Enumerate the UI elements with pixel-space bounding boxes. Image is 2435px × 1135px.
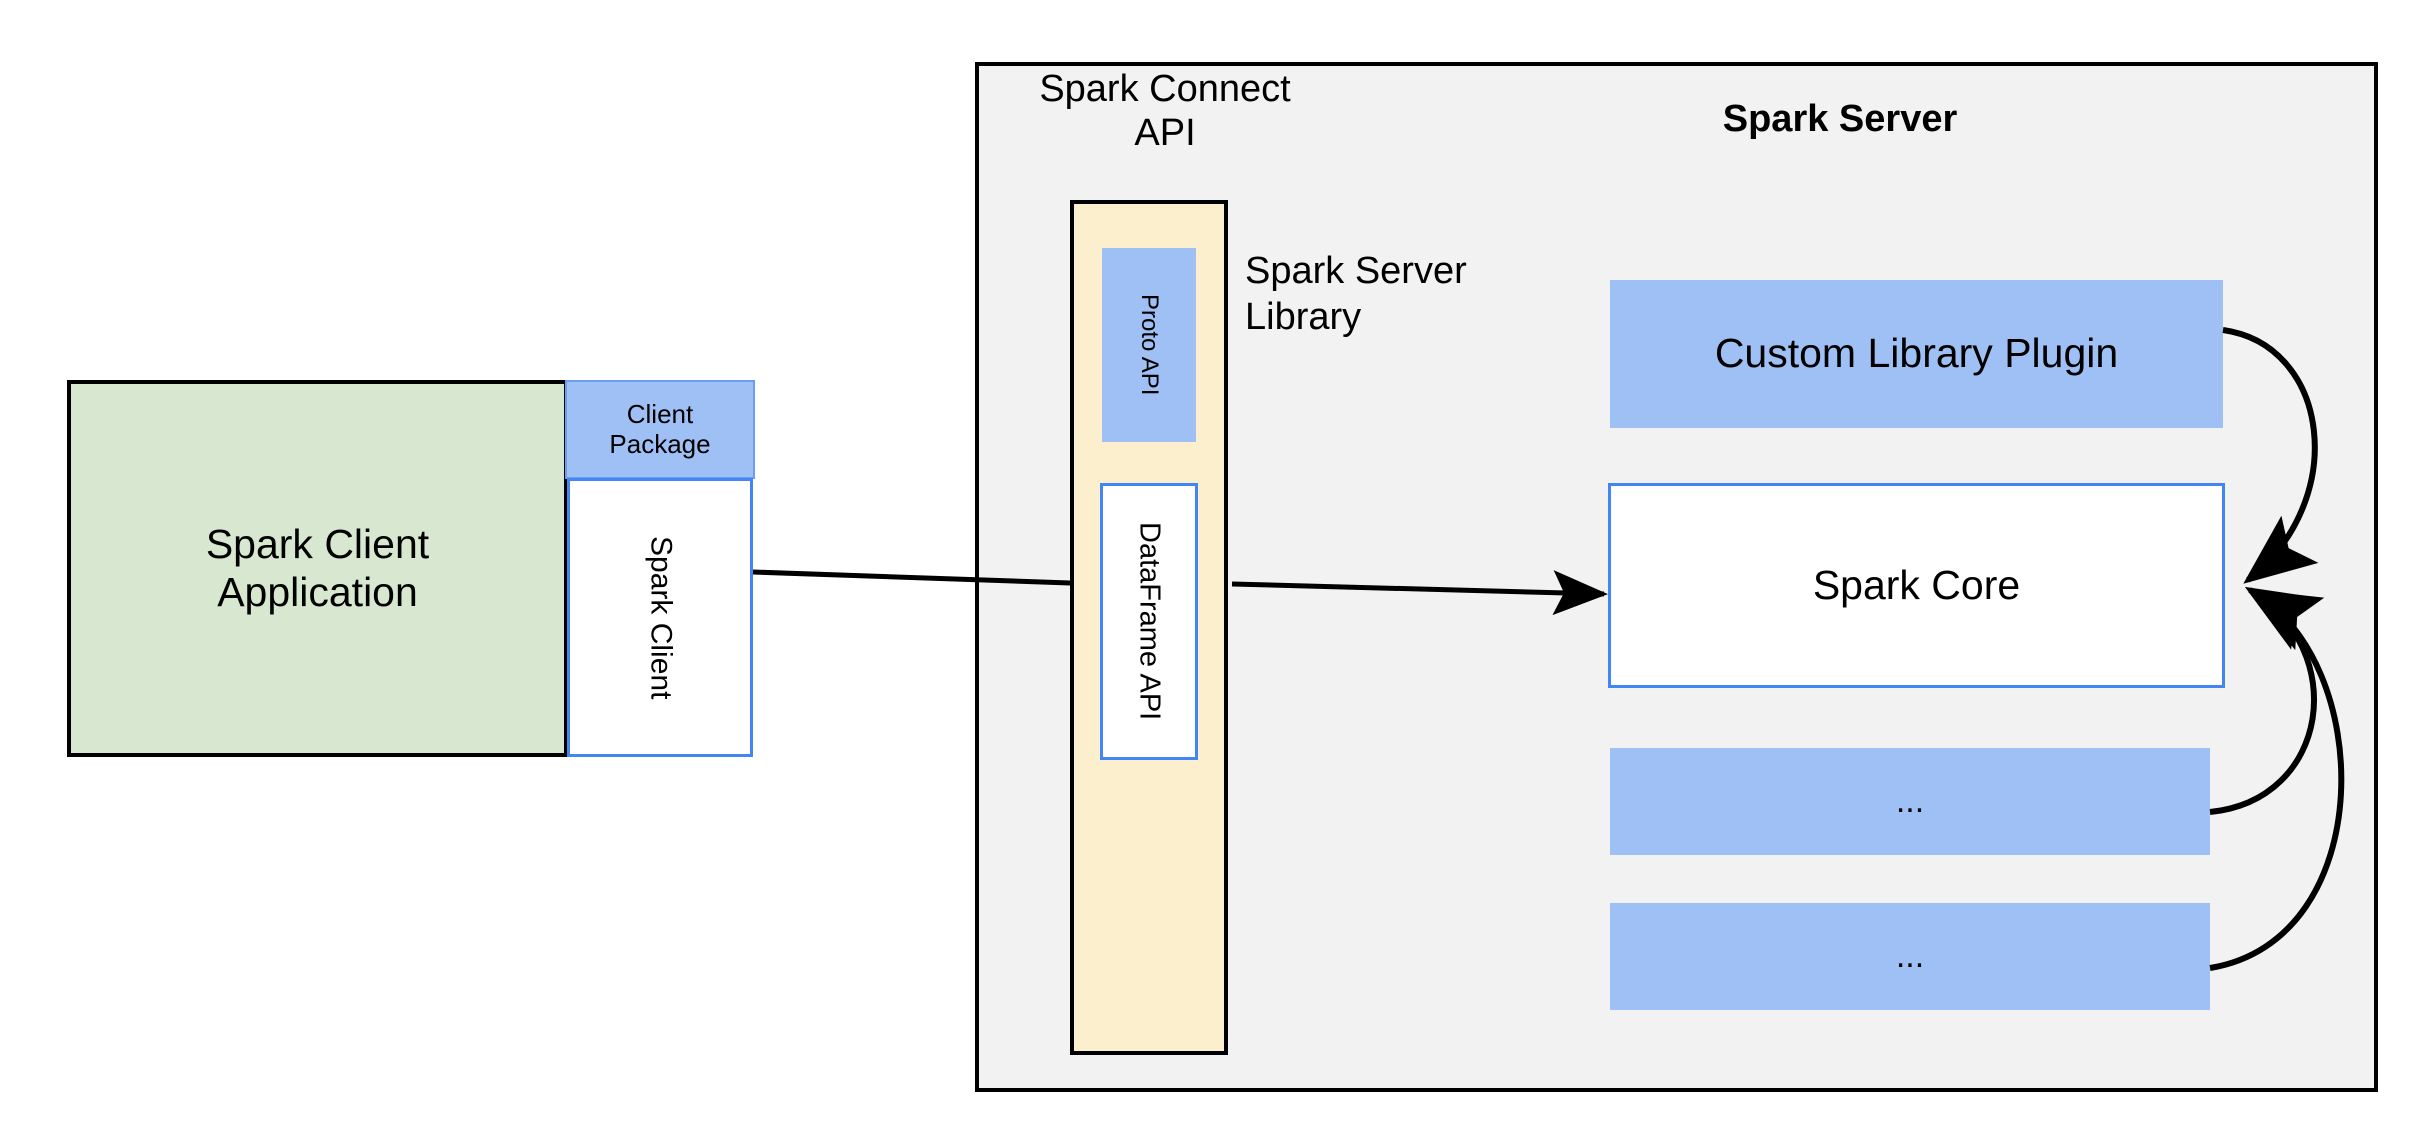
spark-connect-api-label: Spark Connect API [1020, 68, 1310, 168]
client-package-label-line2: Package [609, 428, 711, 459]
client-package-label-line1: Client [626, 398, 694, 429]
proto-api-box[interactable]: Proto API [1102, 248, 1196, 442]
spark-server-library-label: Spark Server Library [1245, 248, 1535, 348]
spark-client-application-box[interactable]: Spark Client Application [67, 380, 568, 757]
spark-server-library-label-line2: Library [1245, 296, 1362, 339]
spark-connect-api-label-line1: Spark Connect [1039, 68, 1291, 110]
spark-client-application-label-line2: Application [217, 568, 418, 615]
custom-library-plugin-box[interactable]: Custom Library Plugin [1610, 280, 2223, 428]
spark-client-application-label-line1: Spark Client [205, 521, 430, 568]
spark-client-box[interactable]: Spark Client [567, 478, 753, 757]
spark-server-library-label-line1: Spark Server [1245, 250, 1467, 292]
dataframe-api-box[interactable]: DataFrame API [1100, 483, 1198, 760]
spark-core-box[interactable]: Spark Core [1608, 483, 2225, 688]
ellipsis-box-2[interactable]: ... [1610, 903, 2210, 1010]
client-package-box[interactable]: Client Package [565, 380, 755, 479]
spark-connect-api-label-line2: API [1134, 111, 1196, 154]
ellipsis-box-1[interactable]: ... [1610, 748, 2210, 855]
spark-server-title: Spark Server [1722, 98, 1958, 141]
